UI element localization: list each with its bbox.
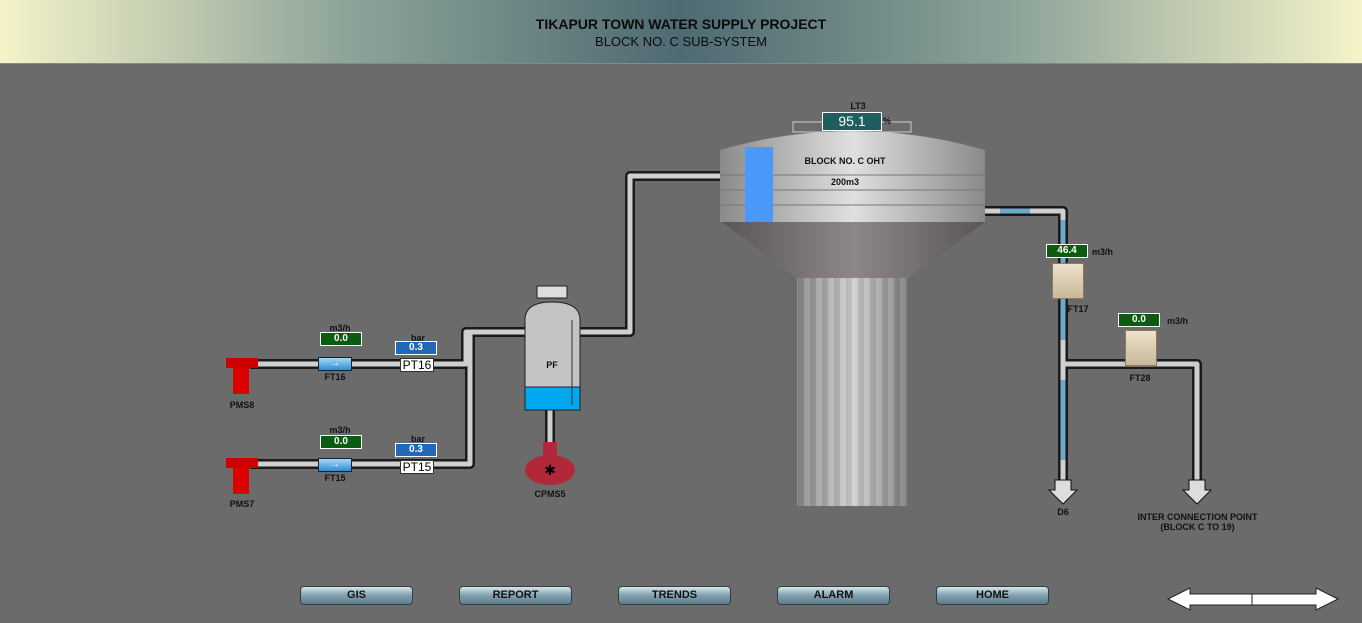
- ft28-unit: m3/h: [1167, 316, 1189, 326]
- pt16-tag[interactable]: PT16: [400, 358, 434, 372]
- pressure-filter: [524, 285, 581, 411]
- tank-level-bar: [745, 147, 773, 222]
- ft16-tag: FT16: [324, 372, 346, 382]
- lt3-tag: LT3: [850, 101, 866, 111]
- filter-tag: PF: [546, 360, 558, 370]
- pt15-value: 0.3: [395, 443, 437, 457]
- trends-button[interactable]: TRENDS: [618, 586, 731, 605]
- forward-arrow-icon: [1251, 587, 1340, 611]
- tank-name: BLOCK NO. C OHT: [804, 156, 886, 166]
- outlet-arrow-inter: [1181, 479, 1213, 505]
- gis-button[interactable]: GIS: [300, 586, 413, 605]
- ft28-cabinet-icon[interactable]: [1125, 330, 1157, 366]
- header: TIKAPUR TOWN WATER SUPPLY PROJECT BLOCK …: [0, 0, 1362, 64]
- d6-label: D6: [1057, 507, 1069, 517]
- pt15-tag[interactable]: PT15: [400, 460, 434, 474]
- ft17-unit: m3/h: [1092, 247, 1114, 257]
- tank-level-unit: %: [883, 116, 892, 126]
- pms8-tag: PMS8: [229, 400, 255, 410]
- ft15-unit: m3/h: [329, 425, 351, 435]
- home-button[interactable]: HOME: [936, 586, 1049, 605]
- report-button[interactable]: REPORT: [459, 586, 572, 605]
- ft15-flowmeter-icon[interactable]: →: [318, 458, 352, 472]
- ft15-tag: FT15: [324, 473, 346, 483]
- pt16-unit: bar: [410, 333, 425, 343]
- svg-text:✱: ✱: [544, 462, 556, 478]
- cpms5-tag: CPMS5: [534, 489, 566, 499]
- pt16-value: 0.3: [395, 341, 437, 355]
- tank-level-value: 95.1: [822, 112, 882, 131]
- ft17-cabinet-icon[interactable]: [1052, 263, 1084, 299]
- ft28-tag: FT28: [1129, 373, 1151, 383]
- pump-pms8-icon: [226, 358, 258, 394]
- overhead-tank: [720, 121, 985, 506]
- pump-cpms5-icon: ✱: [525, 442, 575, 485]
- ft15-value: 0.0: [320, 435, 362, 449]
- pms7-tag: PMS7: [229, 499, 255, 509]
- back-arrow-icon: [1166, 587, 1253, 611]
- project-title: TIKAPUR TOWN WATER SUPPLY PROJECT: [535, 16, 827, 32]
- tank-capacity: 200m3: [830, 177, 860, 187]
- ft16-value: 0.0: [320, 332, 362, 346]
- ft28-value: 0.0: [1118, 313, 1160, 327]
- subsystem-title: BLOCK NO. C SUB-SYSTEM: [595, 34, 767, 49]
- ft17-tag: FT17: [1067, 304, 1089, 314]
- pt15-unit: bar: [410, 434, 425, 444]
- outlet-arrow-d6: [1047, 479, 1079, 505]
- ft17-value: 46.4: [1046, 244, 1088, 258]
- alarm-button[interactable]: ALARM: [777, 586, 890, 605]
- ft16-unit: m3/h: [329, 323, 351, 333]
- pump-pms7-icon: [226, 458, 258, 494]
- ft16-flowmeter-icon[interactable]: →: [318, 357, 352, 371]
- interconnection-label: INTER CONNECTION POINT (BLOCK C TO 19): [1137, 512, 1258, 532]
